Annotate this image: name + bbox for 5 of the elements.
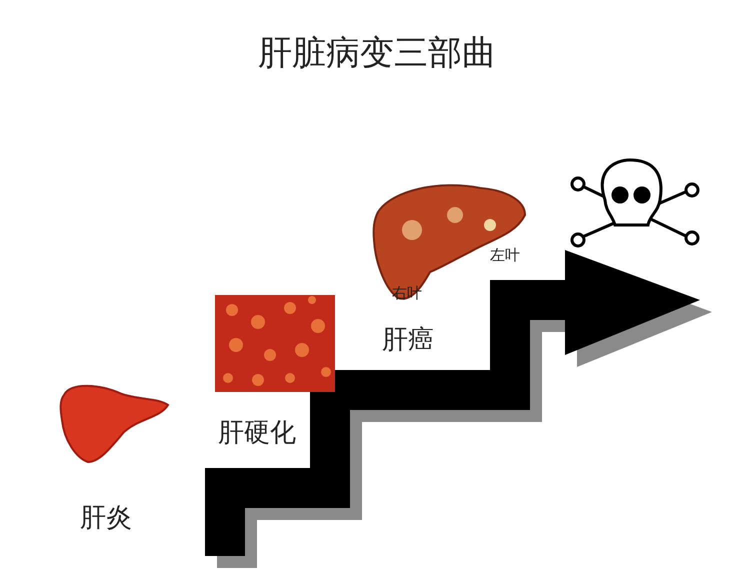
- stage-label: 肝硬化: [218, 417, 296, 450]
- stage-label: 肝癌: [382, 324, 434, 357]
- title: 肝脏病变三部曲: [258, 32, 496, 75]
- lobe-label: 左叶: [490, 246, 520, 265]
- stage-label: 肝炎: [80, 502, 132, 535]
